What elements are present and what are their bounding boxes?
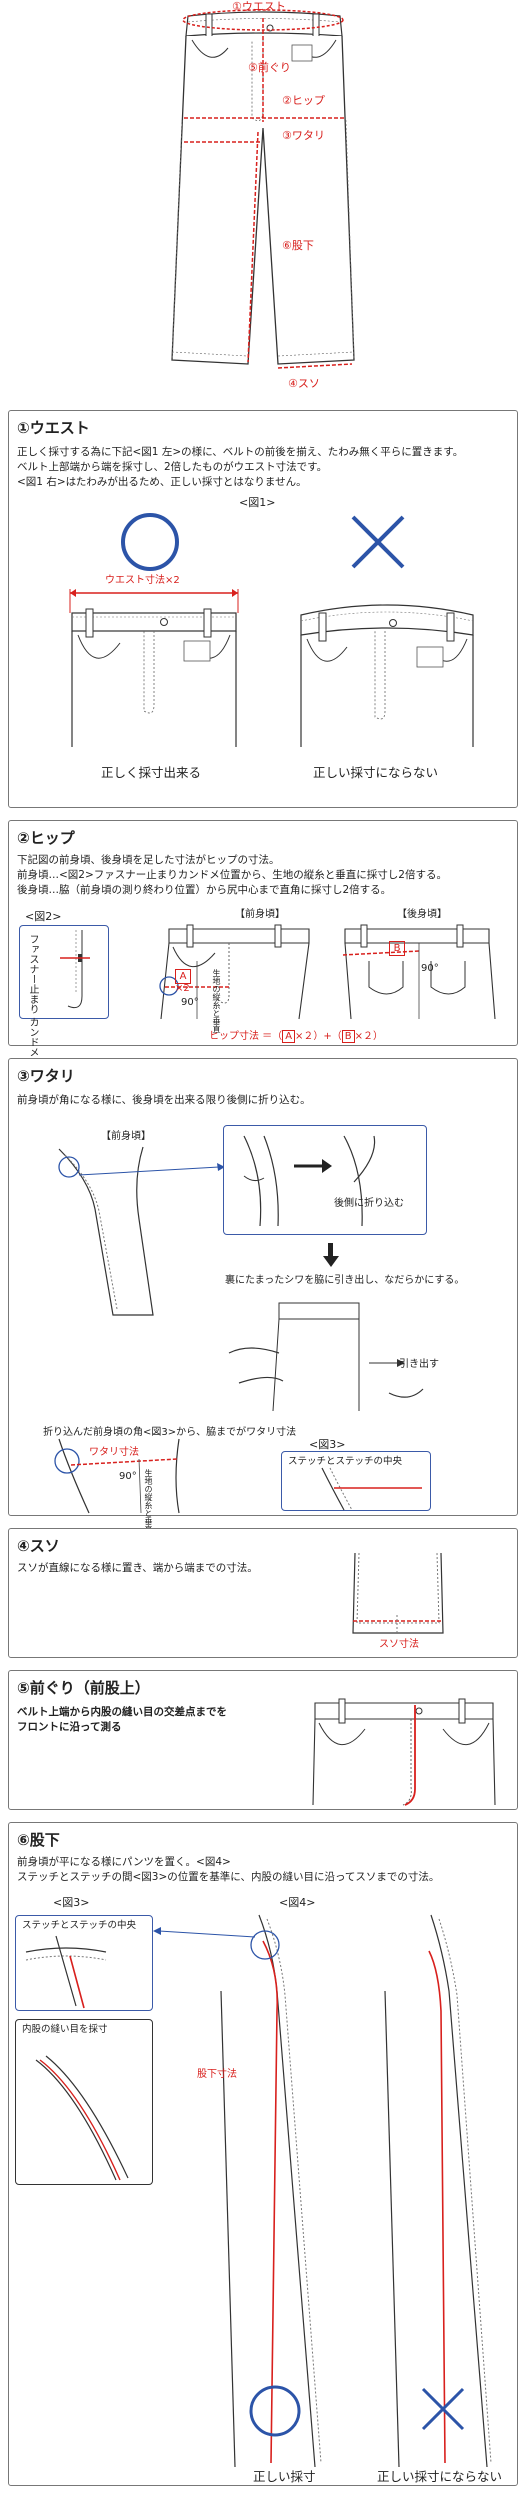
inseam-seam-box: 内股の縫い目を採寸 <box>15 2019 153 2185</box>
rise-title: ⑤前ぐり（前股上） <box>17 1679 150 1697</box>
waist-ok-figure <box>69 589 239 747</box>
inseam-fig3-label: <図3> <box>53 1896 90 1909</box>
inseam-pointer <box>153 1927 256 1938</box>
thigh-text-1: 前身頃が角になる様に、後身頃を出来る限り後側に折り込む。 <box>17 1094 311 1106</box>
inseam-seam-label: 内股の縫い目を採寸 <box>22 2024 108 2035</box>
hip-grain-label: 生地の縦糸と垂直 <box>212 969 221 1033</box>
hip-back-figure <box>342 924 496 1020</box>
waist-text-2: ベルト上部端から端を採寸し、2倍したものがウエスト寸法です。 <box>17 461 328 473</box>
inseam-text-2: ステッチとステッチの間<図3>の位置を基準に、内股の縫い目に沿ってスソまでの寸法… <box>17 1871 440 1883</box>
hip-b-box: B <box>389 941 405 956</box>
label-hip: ②ヒップ <box>282 94 325 107</box>
hip-formula: ヒップ寸法 ＝（A×２）+（B×２） <box>209 1030 384 1043</box>
thigh-grain-label: 生地の縦糸と垂直 <box>144 1469 153 1533</box>
wrinkle-text: 裏にたまったシワを脇に引き出し、なだらかにする。 <box>225 1275 465 1286</box>
waist-ng-figure <box>300 604 474 747</box>
inseam-measure-label: 股下寸法 <box>197 2069 237 2080</box>
thigh-pointer <box>78 1163 225 1176</box>
waist-section: ①ウエスト 正しく採寸する為に下記<図1 左>の様に、ベルトの前後を揃え、たわみ… <box>8 410 518 808</box>
pants-diagram <box>171 9 355 369</box>
fold-label: 後側に折り込む <box>334 1198 404 1209</box>
thigh-angle: 90° <box>119 1471 137 1482</box>
hip-a-box: A <box>175 969 191 984</box>
pull-label: 引き出す <box>399 1359 439 1370</box>
hem-measure-label: スソ寸法 <box>379 1639 419 1650</box>
thigh-section: ③ワタリ 前身頃が角になる様に、後身頃を出来る限り後側に折り込む。 【前身頃】 … <box>8 1058 518 1533</box>
inseam-ok-figure <box>220 1914 322 2468</box>
hip-angle-back: 90° <box>421 963 439 974</box>
inseam-fig3-box: ステッチとステッチの中央 <box>15 1915 153 2011</box>
zip-stop-label: ファスナー止まり カンドメ <box>27 934 38 1058</box>
hip-back-label: 【後身頃】 <box>397 909 447 920</box>
fold-detail <box>243 1135 376 1227</box>
hip-fig2-label: <図2> <box>25 910 62 923</box>
waist-text-3: <図1 右>はたわみが出るため、正しい採寸とはなりません。 <box>17 476 307 488</box>
hip-a-x2: ×2 <box>175 983 190 994</box>
hip-front-label: 【前身頃】 <box>235 909 285 920</box>
label-hem: ④スソ <box>288 377 320 390</box>
rise-text-2: フロントに沿って測る <box>17 1721 122 1733</box>
inseam-ok-caption: 正しい採寸 <box>253 2469 316 2484</box>
hip-front-figure <box>159 924 310 1020</box>
hip-text-2: 前身頃…<図2>ファスナー止まりカンドメ位置から、生地の縦糸と垂直に採寸し2倍す… <box>17 869 447 881</box>
thigh-pull-figure <box>228 1302 424 1412</box>
zip-stop-detail <box>60 930 90 1009</box>
thigh-title: ③ワタリ <box>17 1067 75 1085</box>
hip-section: ②ヒップ 下記図の前身頃、後身頃を足した寸法がヒップの寸法。 前身頃…<図2>フ… <box>8 820 518 1057</box>
hem-figure <box>352 1552 444 1634</box>
inseam-seam-detail <box>35 2055 129 2181</box>
waist-ok-caption: 正しく採寸出来る <box>101 765 202 780</box>
label-thigh: ③ワタリ <box>282 129 325 142</box>
thigh-leg-figure <box>58 1146 154 1316</box>
thigh-front-label: 【前身頃】 <box>101 1131 151 1142</box>
waist-ng-mark <box>351 515 405 569</box>
top-pants-figure: ①ウエスト ⑤前ぐり ②ヒップ ③ワタリ ⑥股下 ④スソ <box>150 0 376 392</box>
stitch-label: ステッチとステッチの中央 <box>288 1456 403 1467</box>
inseam-text-1: 前身頃が平になる様にパンツを置く。<図4> <box>17 1856 231 1868</box>
thigh-fold-box: 後側に折り込む <box>223 1125 427 1235</box>
inseam-title: ⑥股下 <box>17 1831 60 1849</box>
waist-fig-label: <図1> <box>239 496 276 509</box>
waist-measure-label: ウエスト寸法×2 <box>105 575 180 586</box>
inseam-stitch-label: ステッチとステッチの中央 <box>22 1920 137 1931</box>
hip-text-1: 下記図の前身頃、後身頃を足した寸法がヒップの寸法。 <box>17 854 280 866</box>
inseam-stitch-detail <box>25 1935 107 2009</box>
rise-figure <box>312 1698 496 1806</box>
rise-text-1: ベルト上端から内股の縫い目の交差点までを <box>17 1706 227 1718</box>
thigh-measure-label: ワタリ寸法 <box>89 1447 139 1458</box>
thigh-fig3-label: <図3> <box>309 1438 346 1451</box>
label-waist: ①ウエスト <box>232 0 286 13</box>
hip-title: ②ヒップ <box>17 829 75 847</box>
label-rise: ⑤前ぐり <box>248 61 291 74</box>
rise-section: ⑤前ぐり（前股上） ベルト上端から内股の縫い目の交差点までを フロントに沿って測… <box>8 1670 518 1810</box>
stitch-detail <box>321 1467 422 1511</box>
waist-ng-caption: 正しい採寸にならない <box>313 765 439 780</box>
thigh-fig3-box: ステッチとステッチの中央 <box>281 1451 431 1511</box>
waist-title: ①ウエスト <box>17 419 90 437</box>
thigh-measure-figure <box>54 1438 180 1514</box>
label-inseam: ⑥股下 <box>282 239 314 252</box>
hem-text-1: スソが直線になる様に置き、端から端までの寸法。 <box>17 1562 258 1574</box>
hip-angle-front: 90° <box>181 997 199 1008</box>
hem-title: ④スソ <box>17 1537 60 1555</box>
waist-ok-mark <box>121 513 179 571</box>
hip-text-3: 後身頃…脇（前身頃の測り終わり位置）から尻中心まで直角に採寸し2倍する。 <box>17 884 392 896</box>
inseam-fig4-label: <図4> <box>279 1896 316 1909</box>
inseam-ng-figure <box>384 1914 492 2468</box>
inseam-section: ⑥股下 前身頃が平になる様にパンツを置く。<図4> ステッチとステッチの間<図3… <box>8 1822 518 2486</box>
thigh-down-arrow <box>323 1243 339 1267</box>
waist-text-1: 正しく採寸する為に下記<図1 左>の様に、ベルトの前後を揃え、たわみ無く平らに置… <box>17 446 464 458</box>
inseam-ng-caption: 正しい採寸にならない <box>377 2469 503 2484</box>
hem-section: ④スソ スソが直線になる様に置き、端から端までの寸法。 スソ寸法 <box>8 1528 518 1658</box>
corner-text: 折り込んだ前身頃の角<図3>から、脇までがワタリ寸法 <box>43 1427 297 1438</box>
hip-fig2-box: ファスナー止まり カンドメ <box>19 925 109 1057</box>
